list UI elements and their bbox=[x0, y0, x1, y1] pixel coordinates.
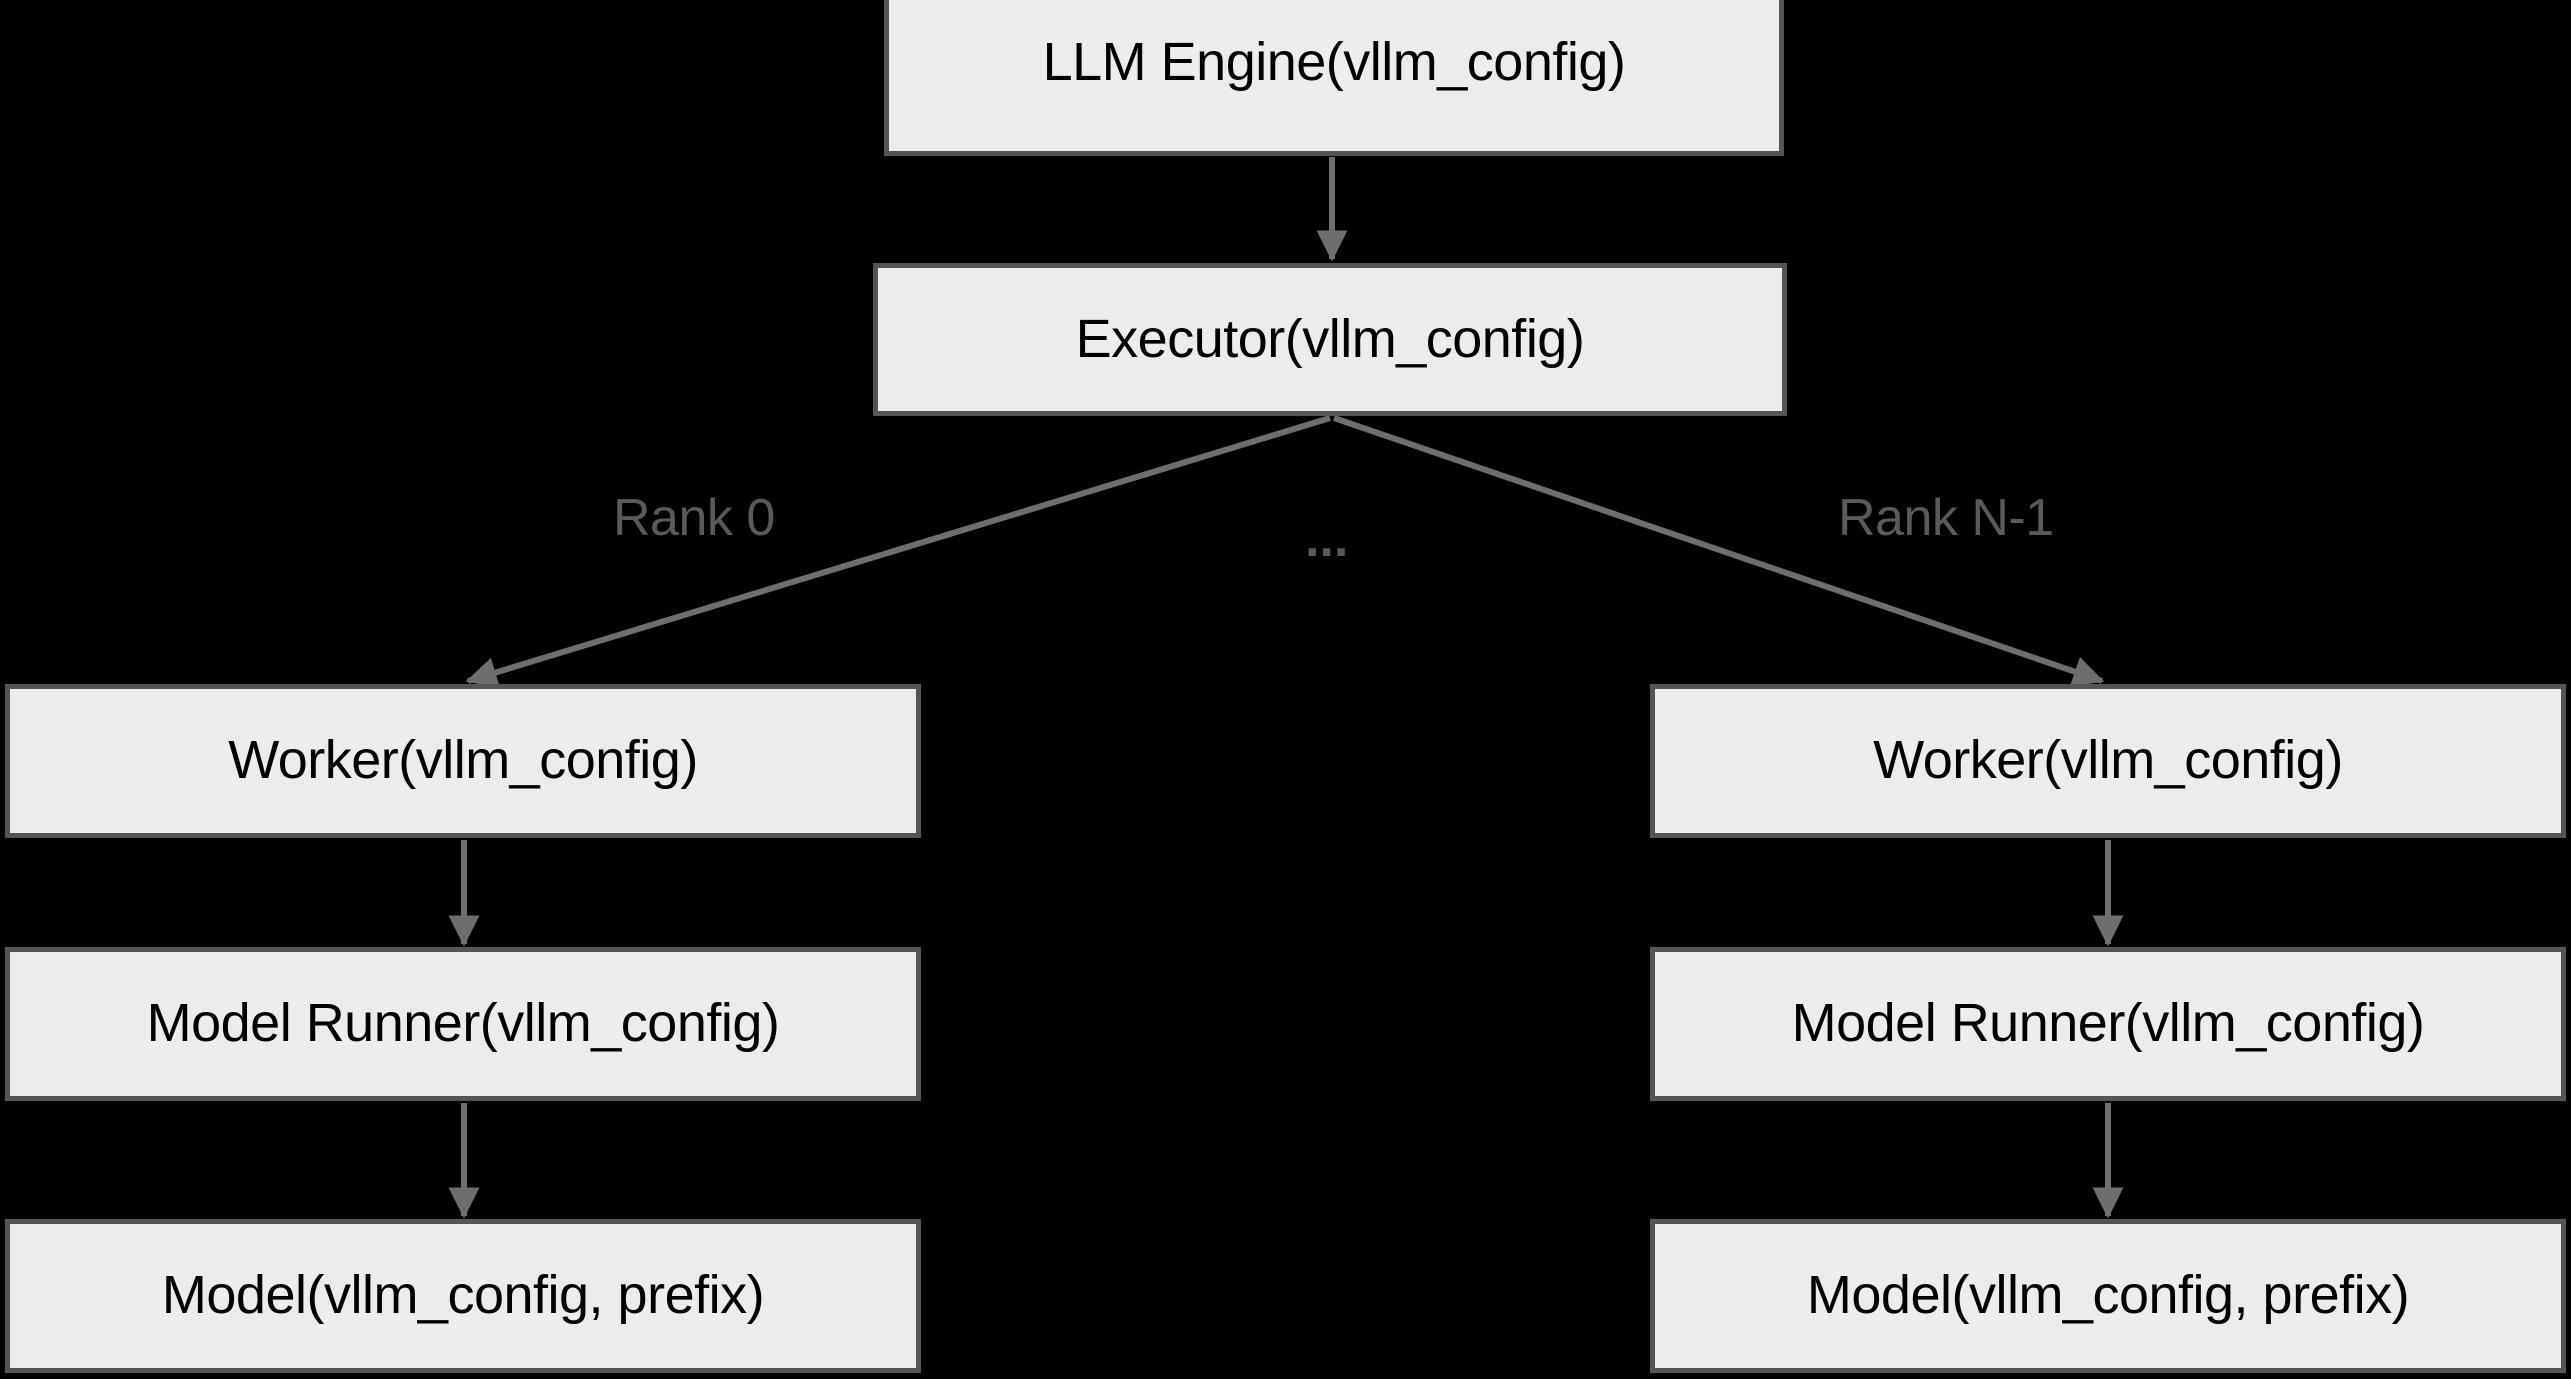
edge-executor-to-worker-right bbox=[1333, 415, 2105, 687]
node-worker-rank-0-label: Worker(vllm_config) bbox=[228, 730, 698, 791]
node-worker-rank-n[interactable]: Worker(vllm_config) bbox=[1650, 684, 2566, 838]
node-model-runner-rank-n-label: Model Runner(vllm_config) bbox=[1791, 993, 2425, 1054]
node-executor[interactable]: Executor(vllm_config) bbox=[873, 263, 1787, 416]
node-model-runner-rank-0[interactable]: Model Runner(vllm_config) bbox=[5, 947, 921, 1101]
edge-label-rank-n-1: Rank N-1 bbox=[1838, 489, 2054, 547]
edge-label-rank-0: Rank 0 bbox=[613, 489, 775, 547]
node-model-runner-rank-0-label: Model Runner(vllm_config) bbox=[146, 993, 780, 1054]
edge-executor-to-worker-left bbox=[465, 415, 1331, 688]
node-model-rank-n[interactable]: Model(vllm_config, prefix) bbox=[1650, 1219, 2566, 1373]
node-model-rank-0[interactable]: Model(vllm_config, prefix) bbox=[5, 1219, 921, 1373]
node-worker-rank-0[interactable]: Worker(vllm_config) bbox=[5, 684, 921, 838]
node-model-rank-0-label: Model(vllm_config, prefix) bbox=[161, 1265, 765, 1326]
node-model-runner-rank-n[interactable]: Model Runner(vllm_config) bbox=[1650, 947, 2566, 1101]
edge-label-ellipsis: ... bbox=[1305, 510, 1349, 568]
node-executor-label: Executor(vllm_config) bbox=[1075, 308, 1585, 369]
node-llm-engine-label: LLM Engine(vllm_config) bbox=[1042, 32, 1626, 93]
node-llm-engine[interactable]: LLM Engine(vllm_config) bbox=[884, 0, 1784, 156]
node-model-rank-n-label: Model(vllm_config, prefix) bbox=[1806, 1265, 2410, 1326]
node-worker-rank-n-label: Worker(vllm_config) bbox=[1873, 730, 2343, 791]
